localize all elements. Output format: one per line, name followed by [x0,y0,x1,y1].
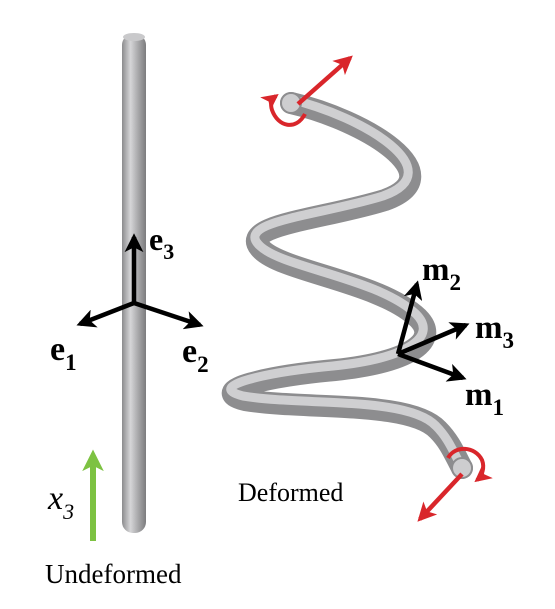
e1-arrow [76,300,135,328]
e2-arrow [133,300,204,330]
m2-arrow [395,280,423,355]
bottom-force-arrow [417,472,464,522]
label-e3: e3 [149,221,174,264]
label-m3: m3 [475,310,514,353]
bottom-moment-arrow [446,446,493,483]
label-e1: e1 [50,331,77,375]
label-e2: e2 [182,333,209,377]
top-moment-arrow [260,93,307,127]
label-x3: x3 [47,480,74,524]
label-undeformed: Undeformed [45,559,182,589]
label-m2: m2 [422,252,461,295]
e-frame-arrows [76,233,204,330]
deformed-rod [221,92,473,479]
m3-arrow [397,322,470,357]
label-deformed: Deformed [238,478,343,507]
label-m1: m1 [465,377,504,420]
top-force-arrow [296,55,353,106]
bottom-end-loads [417,446,493,522]
top-end-loads [260,55,353,127]
m-frame-arrows [395,280,470,382]
m1-arrow [397,351,467,382]
